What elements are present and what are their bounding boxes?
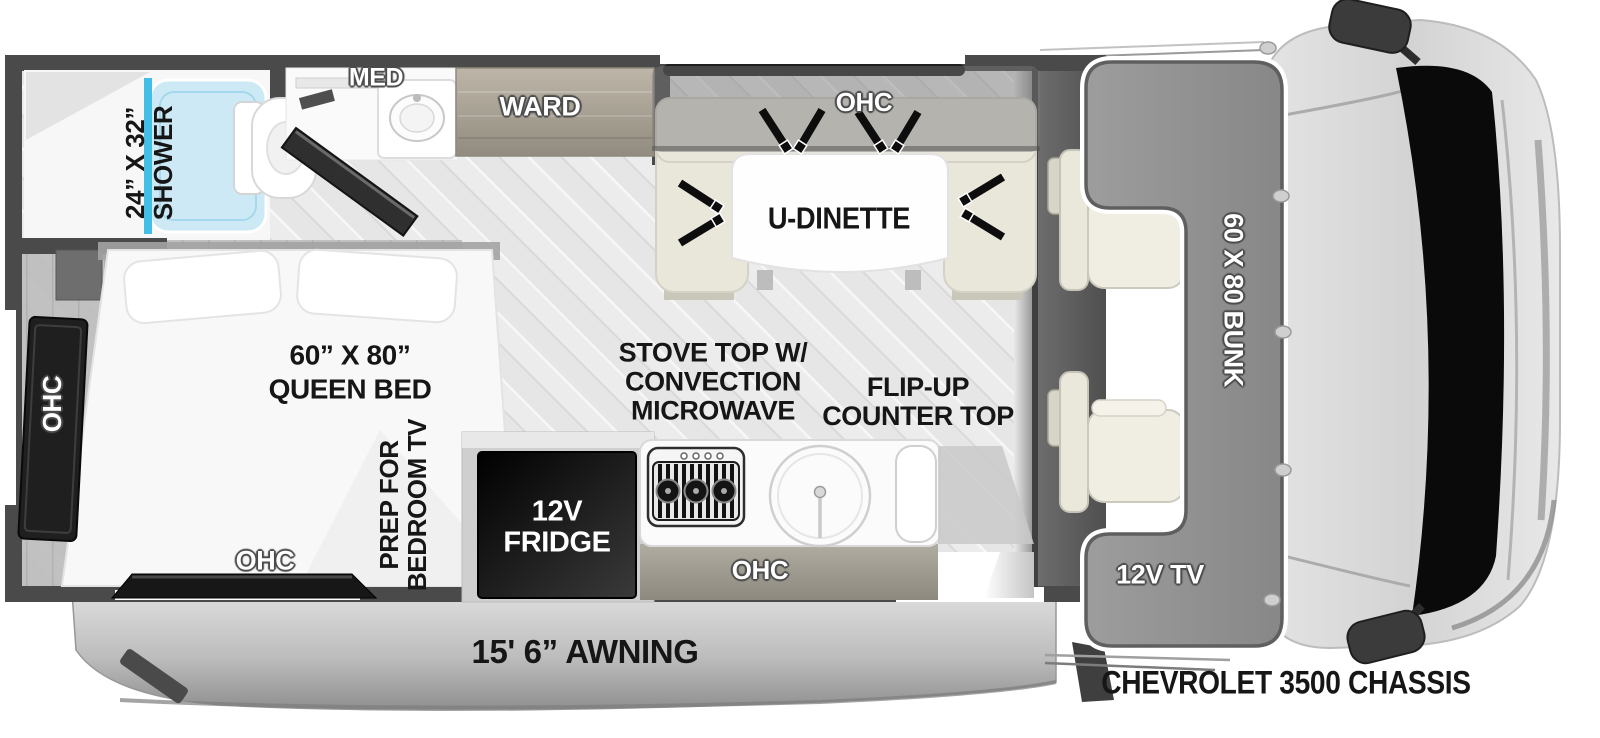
lav-faucet <box>413 94 421 102</box>
bed-text: QUEEN BED <box>268 373 432 404</box>
overhead-cabinet-left <box>17 315 89 543</box>
u-dinette-label: U-DINETTE <box>767 200 911 236</box>
dinette-shade-rail <box>663 64 965 76</box>
windshield <box>1396 65 1505 616</box>
flip-up-counter <box>895 445 937 543</box>
fridge <box>477 451 637 599</box>
awning <box>71 591 1057 711</box>
seatbelt-buckles <box>709 139 975 228</box>
tv-prep-line1: PREP FOR <box>373 440 404 570</box>
towel-bar <box>298 89 335 110</box>
side-mirror-bottom <box>1346 609 1426 665</box>
bunk-label: 60 X 80 BUNK <box>1218 213 1249 387</box>
dinette-ohc-label: OHC <box>835 86 893 117</box>
stove-top <box>646 446 746 528</box>
u-dinette <box>652 66 1040 300</box>
chassis-label: CHEVROLET 3500 CHASSIS <box>1101 664 1471 701</box>
shower-size-text: 24” X 32” <box>119 106 150 220</box>
shower-room <box>24 70 270 238</box>
cab-seat-bottom <box>1047 371 1185 513</box>
tv-prep-label: PREP FOR BEDROOM TV <box>373 418 432 592</box>
front-bumper <box>1534 139 1550 521</box>
kitchen-cabinet-face <box>640 544 938 600</box>
med-label: MED <box>348 63 404 92</box>
kitchen <box>461 431 1034 603</box>
med-cabinet-sink <box>285 67 459 161</box>
shower-label: 24” X 32” SHOWER <box>119 105 178 221</box>
flip-up-line1: FLIP-UP <box>866 371 970 402</box>
stove-label: STOVE TOP W/ CONVECTION MICROWAVE <box>618 337 808 426</box>
window-bedroom-left <box>4 310 16 505</box>
dinette-table <box>731 153 949 273</box>
stove-label-line3: MICROWAVE <box>631 395 795 426</box>
side-mirror-top <box>1328 0 1412 54</box>
seatbelts <box>677 107 1006 247</box>
pillow-left <box>123 249 282 325</box>
tv-prep-line2: BEDROOM TV <box>402 418 432 592</box>
overhead-cabinet-bottom <box>110 573 378 599</box>
shower-text: SHOWER <box>148 105 178 221</box>
wardrobe <box>455 67 655 157</box>
cabover-bunk <box>1080 56 1288 652</box>
cab-body <box>1261 0 1561 665</box>
bed-size-text: 60” X 80” <box>289 339 411 371</box>
pillow-right <box>296 248 458 324</box>
bathroom-door <box>280 126 419 237</box>
flip-up-label: FLIP-UP COUNTER TOP <box>822 371 1014 431</box>
bunk-rivets <box>1259 41 1292 607</box>
awning-label: 15' 6” AWNING <box>471 633 699 671</box>
nightstand <box>55 249 103 301</box>
bedroom-ohc-left-label: OHC <box>36 375 67 433</box>
kitchen-ohc-label: OHC <box>731 554 789 585</box>
stove-label-line1: STOVE TOP W/ <box>618 337 808 368</box>
fridge-line1: 12V <box>531 495 583 528</box>
hood-crease <box>1500 99 1519 581</box>
fridge-label: 12V FRIDGE <box>503 495 611 560</box>
dinette-overhead-cabinet <box>652 66 1040 152</box>
stove-label-line2: CONVECTION <box>624 366 801 397</box>
queen-bed-label: 60” X 80” QUEEN BED <box>269 338 432 405</box>
bedroom-ohc-bottom-label: OHC <box>235 545 295 576</box>
flip-up-line2: COUNTER TOP <box>822 401 1014 431</box>
fridge-line2: FRIDGE <box>503 527 611 559</box>
ward-label: WARD <box>499 91 581 122</box>
kitchen-sink <box>768 444 872 548</box>
shower-glass-door <box>144 78 152 234</box>
window-dinette <box>660 52 965 64</box>
burners <box>655 478 737 504</box>
awning-roller-end <box>120 649 188 704</box>
cab-tv-label: 12V TV <box>1116 559 1204 590</box>
sink-faucet <box>813 485 827 499</box>
entry-step <box>984 552 1034 598</box>
